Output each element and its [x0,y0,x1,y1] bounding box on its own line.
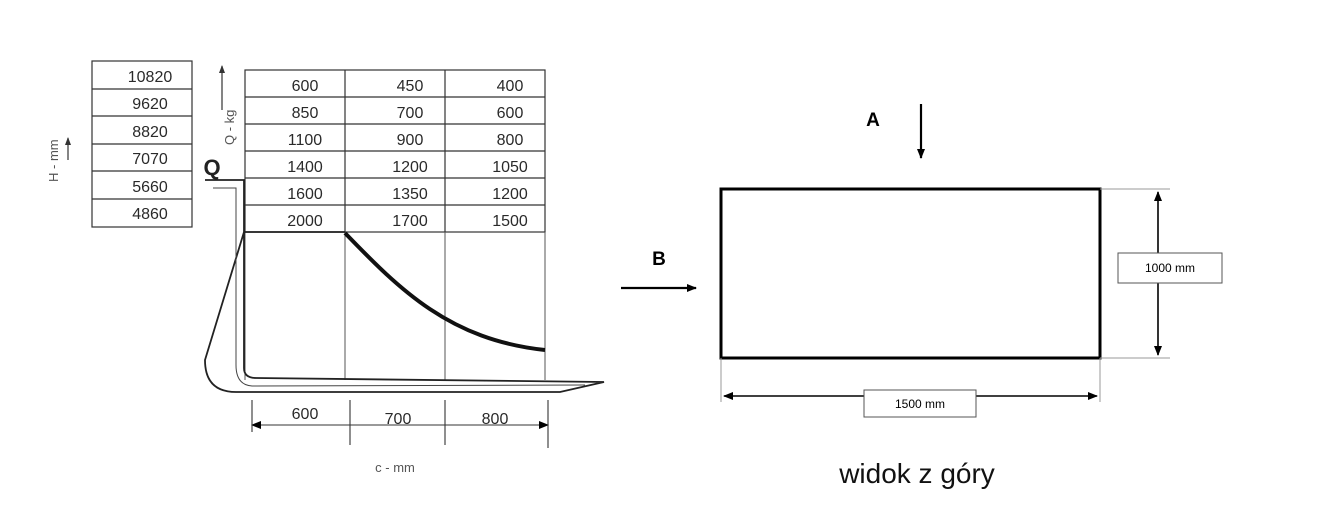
load-cell: 900 [397,132,424,149]
top-view-caption: widok z góry [838,458,995,489]
center-distance-value: 600 [292,406,319,423]
load-symbol: Q [203,155,220,180]
load-cell: 600 [292,78,319,95]
center-axis-label: c - mm [375,460,415,475]
height-dimension-box [1117,252,1223,284]
height-values: 10820 9620 8820 7070 5660 4860 [128,69,173,223]
center-distance-value: 700 [385,411,412,428]
load-cell: 1200 [392,159,428,176]
width-dimension-label: 1500 mm [895,397,945,411]
fork-tine [204,179,605,393]
load-cell: 800 [497,132,524,149]
center-distance-value: 800 [482,411,509,428]
load-cell: 700 [397,105,424,122]
load-cell: 1600 [287,186,323,203]
load-cell: 1500 [492,213,528,230]
height-dimension-label: 1000 mm [1145,261,1195,275]
load-cell: 1400 [287,159,323,176]
width-dimension-box [863,389,977,418]
load-cell: 600 [497,105,524,122]
load-axis-label: Q - kg [222,110,237,145]
height-value: 8820 [132,124,168,141]
load-cell: 400 [497,78,524,95]
load-cell: 1350 [392,186,428,203]
load-chart: 10820 9620 8820 7070 5660 4860 H - mm Q … [46,60,605,475]
fork-tine-inner [213,187,586,387]
height-value: 7070 [132,151,168,168]
load-rectangle [719,187,1102,360]
load-cell: 1100 [288,132,323,149]
load-cell: 1050 [492,159,528,176]
height-table [91,60,193,228]
load-cell: 850 [292,105,319,122]
center-distance-axis [251,400,549,448]
top-view: A B 1000 mm 1500 mm widok z góry [621,104,1223,489]
height-value: 10820 [128,69,173,86]
load-cell: 450 [397,78,424,95]
load-cell: 1200 [492,186,528,203]
load-table [244,69,546,233]
height-value: 5660 [132,179,168,196]
label-b: B [652,249,666,270]
load-cell: 2000 [287,213,323,230]
load-values: 600 450 400 850 700 600 1100 900 800 140… [287,78,528,230]
height-value: 4860 [132,206,168,223]
height-axis-label: H - mm [46,139,61,182]
height-value: 9620 [132,96,168,113]
label-a: A [866,110,880,131]
load-curve [343,231,546,352]
plot-grid [244,232,546,380]
load-cell: 1700 [392,213,428,230]
